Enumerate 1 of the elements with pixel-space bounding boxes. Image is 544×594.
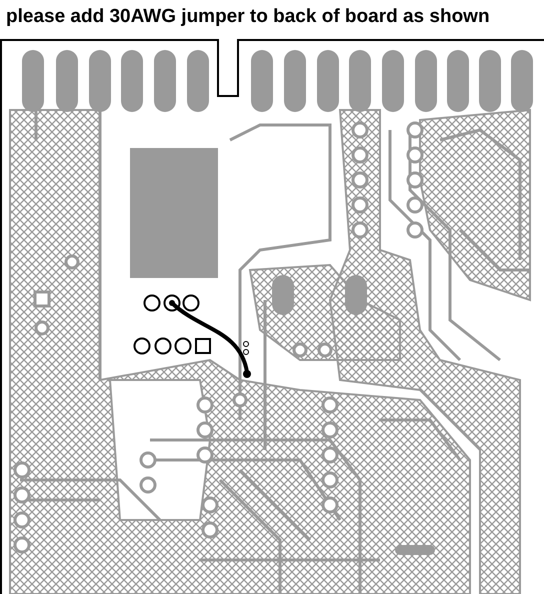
title: please add 30AWG jumper to back of board as shown (6, 6, 490, 28)
